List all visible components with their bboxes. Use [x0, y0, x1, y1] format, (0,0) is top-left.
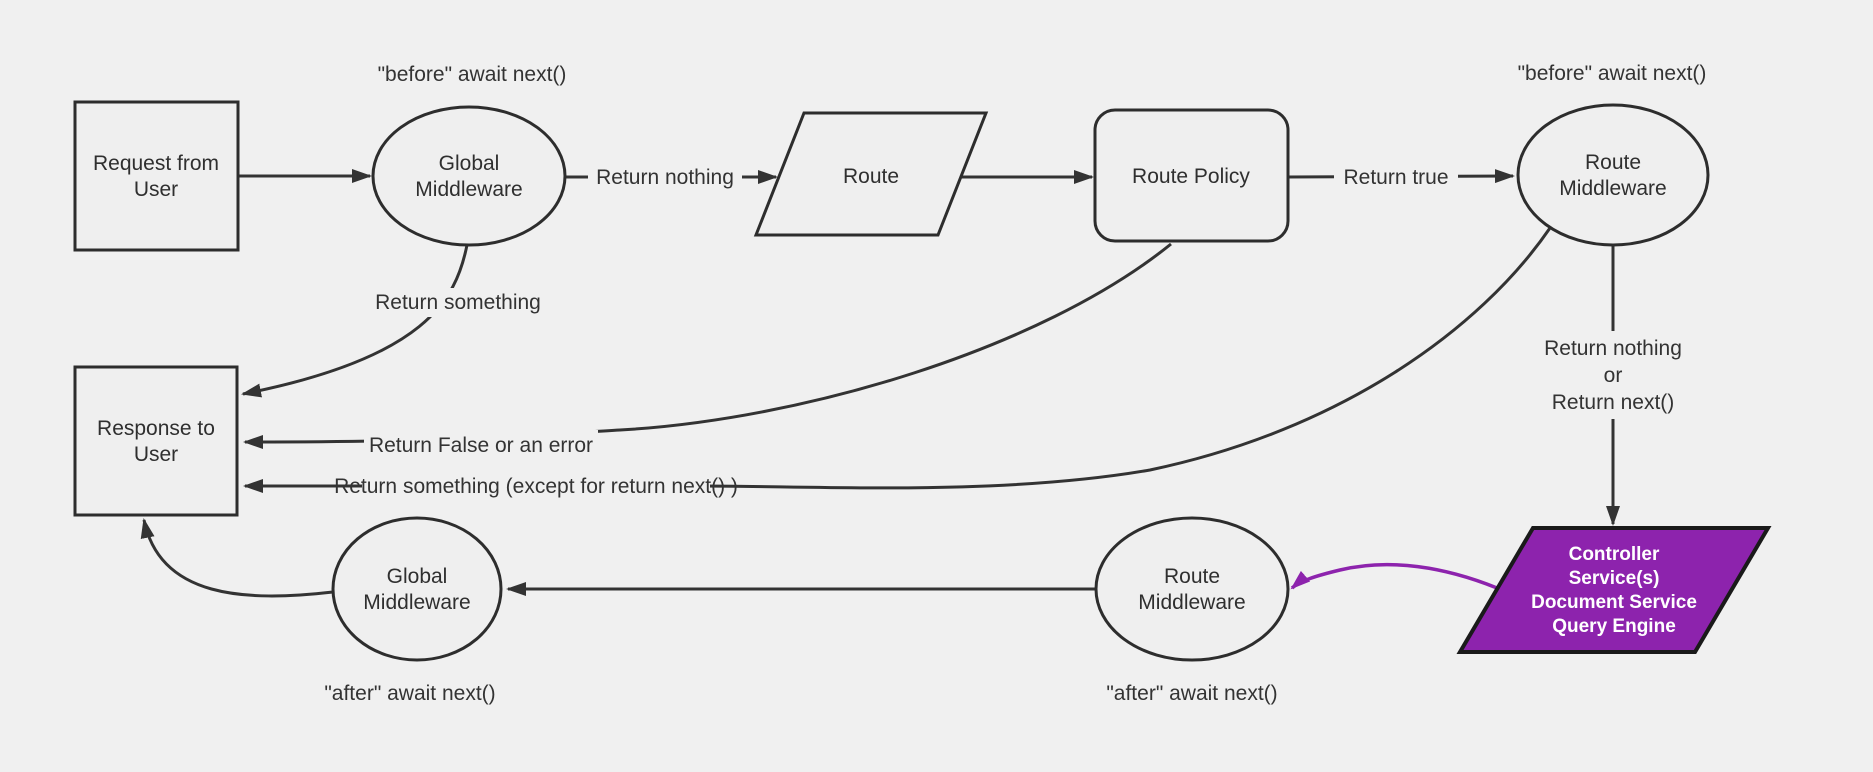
node-response-to-user: [73, 365, 239, 517]
edge-return-something-except-to-response: [243, 227, 1552, 493]
node-controller-services: [1456, 526, 1772, 654]
global-middleware-before-label-line1: Global: [439, 152, 500, 175]
label-before-await-next-right: "before" await next(): [1518, 62, 1707, 85]
label-bg-return-nothing: [588, 162, 742, 192]
node-route: [753, 111, 989, 237]
label-return-false-or-error: Return False or an error: [369, 434, 593, 457]
route-label: Route: [843, 165, 899, 188]
route-policy-label: Route Policy: [1132, 165, 1250, 188]
node-labels: Request from User Global Middleware Rout…: [93, 151, 1697, 637]
label-bg-return-something-except: [362, 471, 710, 501]
route-middleware-after-label-line2: Middleware: [1138, 591, 1245, 614]
request-label-line2: User: [134, 178, 178, 201]
label-return-true: Return true: [1343, 166, 1448, 189]
edge-global-middleware-after-to-response: [140, 518, 334, 598]
edge-controller-to-route-middleware-after: [1290, 562, 1498, 590]
global-middleware-before-label-line2: Middleware: [415, 178, 522, 201]
label-bg-return-nothing-or-next: [1534, 331, 1692, 419]
route-middleware-before-label-line1: Route: [1585, 151, 1641, 174]
response-label-line2: User: [134, 443, 178, 466]
response-label-line1: Response to: [97, 417, 215, 440]
label-after-await-next-left: "after" await next(): [324, 682, 495, 705]
node-route-middleware-before: [1516, 103, 1710, 247]
controller-label-line1: Controller: [1569, 544, 1660, 565]
node-route-middleware-after: [1094, 516, 1290, 662]
node-global-middleware-after: [331, 516, 503, 662]
label-bg-return-something: [366, 288, 550, 317]
label-return-nothing: Return nothing: [596, 166, 734, 189]
controller-label-line2: Service(s): [1569, 568, 1660, 589]
edge-return-false-to-response: [243, 242, 1172, 449]
route-middleware-after-label-line1: Route: [1164, 565, 1220, 588]
label-bg-return-true: [1334, 162, 1458, 192]
nodes: [73, 100, 1772, 662]
label-bg-return-false: [364, 430, 598, 460]
label-return-nothing-or-next-line1: Return nothing: [1544, 337, 1682, 360]
label-before-await-next-left: "before" await next(): [378, 63, 567, 86]
node-route-policy: [1093, 108, 1290, 243]
request-label-line1: Request from: [93, 152, 219, 175]
label-after-await-next-right: "after" await next(): [1106, 682, 1277, 705]
global-middleware-after-label-line1: Global: [387, 565, 448, 588]
route-middleware-before-label-line2: Middleware: [1559, 177, 1666, 200]
label-return-something: Return something: [375, 291, 541, 314]
global-middleware-after-label-line2: Middleware: [363, 591, 470, 614]
controller-label-line4: Query Engine: [1552, 616, 1676, 637]
label-return-nothing-or-next-line3: Return next(): [1552, 391, 1675, 414]
label-return-something-except: Return something (except for return next…: [334, 475, 738, 498]
edge-return-something-to-response: [241, 244, 469, 398]
controller-label-line3: Document Service: [1531, 592, 1697, 613]
label-return-nothing-or-next-line2: or: [1604, 364, 1623, 387]
node-request-from-user: [73, 100, 240, 252]
edge-label-backgrounds: [362, 162, 1692, 501]
node-global-middleware-before: [371, 105, 567, 247]
edge-labels: "before" await next() "before" await nex…: [324, 62, 1706, 705]
